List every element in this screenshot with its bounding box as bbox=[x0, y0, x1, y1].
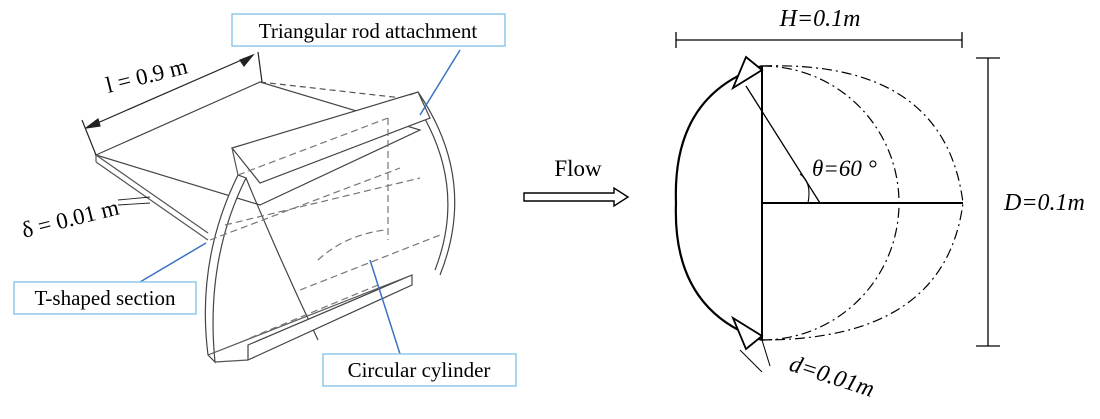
top-triangle bbox=[731, 55, 764, 91]
cross-section bbox=[674, 32, 1000, 373]
callout-t-section: T-shaped section bbox=[35, 286, 176, 310]
top-rod bbox=[230, 91, 431, 184]
callout-cylinder: Circular cylinder bbox=[348, 358, 491, 382]
angle-arc bbox=[799, 173, 810, 204]
cylinder-3d-sketch bbox=[81, 51, 456, 364]
callout-box-cylinder bbox=[322, 353, 517, 387]
diameter-label: D=0.1m bbox=[1003, 190, 1085, 216]
bottom-triangle bbox=[731, 315, 764, 351]
length-label: l = 0.9 m bbox=[103, 53, 190, 97]
angle-label: θ=60 ° bbox=[812, 156, 877, 181]
leader-t-section bbox=[139, 242, 207, 283]
thickness-label: δ = 0.01 m bbox=[19, 195, 121, 243]
leader-cylinder bbox=[369, 259, 401, 355]
front-arc bbox=[674, 64, 763, 342]
angle-line bbox=[745, 85, 821, 204]
flow-arrow bbox=[523, 186, 630, 208]
callout-leaders bbox=[139, 49, 461, 355]
callout-box-triangular-rod bbox=[231, 13, 506, 47]
width-label: H=0.1m bbox=[779, 6, 861, 32]
rod-diameter-label: d=0.01m bbox=[786, 351, 877, 403]
bottom-rod bbox=[247, 274, 413, 361]
callout-triangular-rod: Triangular rod attachment bbox=[259, 19, 478, 43]
leader-triangular-rod bbox=[419, 49, 461, 116]
callout-box-t-section bbox=[13, 281, 197, 315]
cylinder-front-edge bbox=[204, 174, 247, 364]
flow-label: Flow bbox=[554, 156, 602, 181]
